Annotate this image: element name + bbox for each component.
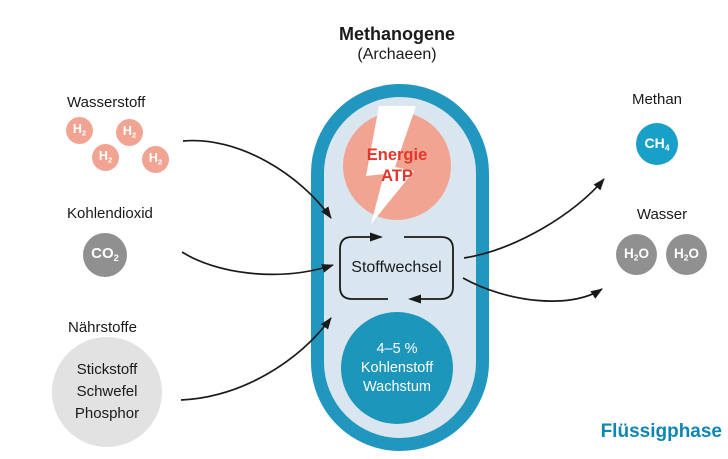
carbon-dioxide-label: Kohlendioxid [67, 205, 153, 222]
ch4-formula: CH4 [644, 134, 670, 153]
nutrient-item: Phosphor [74, 405, 140, 422]
growth-circle: 4–5 % Kohlenstoff Wachstum [341, 312, 453, 424]
co2-formula: CO2 [91, 245, 119, 264]
methane-label: Methan [631, 91, 683, 108]
energy-circle: Energie ATP [343, 106, 451, 224]
h2-formula: H2 [148, 151, 163, 167]
liquid-phase-label: Flüssigphase [600, 421, 722, 442]
ch4-molecule-bubble: CH4 [636, 123, 678, 165]
lightning-bolt-icon [366, 106, 416, 224]
h2o-formula: H2O [624, 246, 649, 263]
h2o-molecule-bubble: H2O [616, 234, 657, 275]
metabolism-label: Stoffwechsel [351, 259, 442, 276]
h2-molecule-bubble: H2 [116, 119, 143, 146]
h2-molecule-bubble: H2 [92, 144, 119, 171]
diagram-title: Methanogene [338, 24, 455, 44]
h2-molecule-bubble: H2 [142, 146, 169, 173]
arrow-hydrogen-to-cell [182, 139, 332, 219]
nutrient-item: Stickstoff [76, 361, 138, 378]
growth-line: Kohlenstoff [360, 359, 434, 376]
h2-formula: H2 [72, 122, 87, 138]
arrow-nutrients-to-cell [180, 317, 332, 401]
hydrogen-label: Wasserstoff [67, 94, 146, 111]
co2-molecule-bubble: CO2 [83, 233, 127, 277]
nutrients-circle: Stickstoff Schwefel Phosphor [52, 337, 162, 447]
energy-atp-label: Energie ATP [366, 146, 428, 185]
growth-line: 4–5 % [376, 340, 418, 357]
h2o-formula: H2O [674, 246, 699, 263]
h2o-molecule-bubble: H2O [666, 234, 707, 275]
nutrients-label: Nährstoffe [68, 319, 137, 336]
h2-molecule-bubble: H2 [66, 117, 93, 144]
h2-formula: H2 [98, 149, 113, 165]
nutrient-item: Schwefel [76, 383, 138, 400]
water-label: Wasser [636, 206, 688, 223]
h2-formula: H2 [122, 124, 137, 140]
growth-line: Wachstum [363, 378, 431, 395]
diagram-subtitle: (Archaeen) [357, 46, 437, 63]
